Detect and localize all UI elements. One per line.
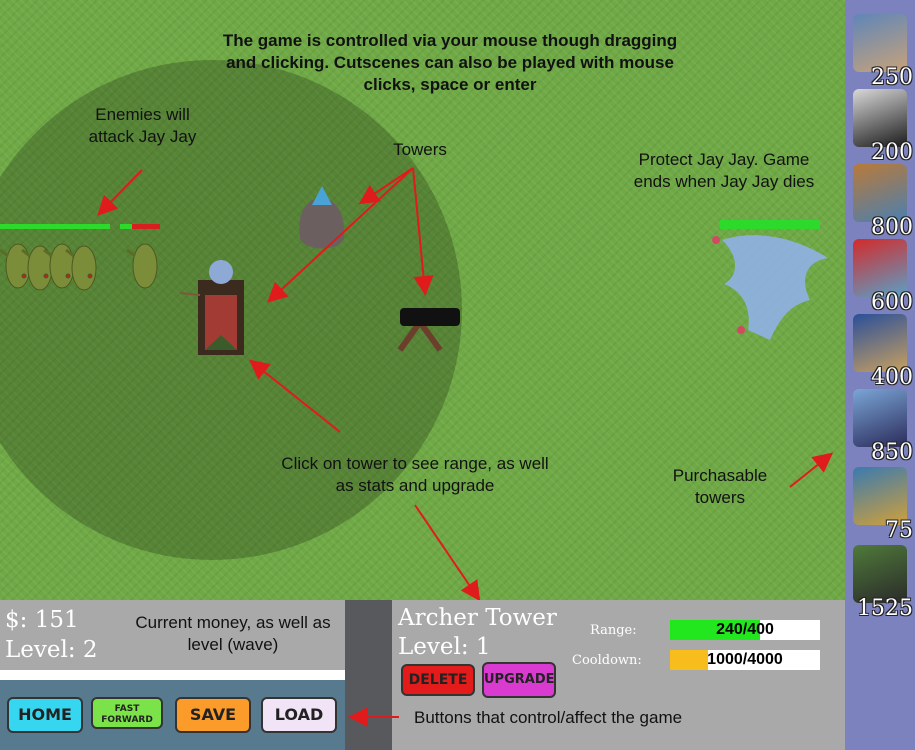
tower-info-panel: Archer Tower Level: 1 DELETE UPGRADE Ran…: [348, 600, 845, 750]
cannon-icon: [853, 89, 907, 147]
purchasable-annotation: Purchasable towers: [672, 466, 768, 507]
cooldown-value: 1000/4000: [707, 651, 783, 668]
shop-item-cannon[interactable]: 200: [850, 87, 913, 165]
controls-annotation: The game is controlled via your mouse th…: [222, 31, 678, 94]
shop-price: 800: [871, 215, 913, 240]
miner-icon: [853, 467, 907, 525]
shop-item-wizard[interactable]: 400: [850, 312, 913, 390]
status-panel: $: 151 Level: 2 Current money, as well a…: [0, 600, 345, 670]
tower-name: Archer Tower: [398, 605, 557, 631]
range-label: Range:: [590, 623, 637, 638]
bazooka-icon: [853, 545, 907, 603]
archer-icon: [853, 14, 907, 72]
wizard-icon: [853, 314, 907, 372]
barracks-icon: [853, 164, 907, 222]
towers-annotation: Towers: [393, 140, 447, 159]
panel-divider: [345, 600, 392, 750]
tower-shop: 250 200 800 600 400 850 75 1525: [845, 0, 915, 750]
shop-price: 200: [871, 140, 913, 165]
shop-item-hammer[interactable]: 850: [850, 387, 913, 465]
shop-item-bazooka[interactable]: 1525: [850, 543, 913, 621]
load-button[interactable]: LOAD: [261, 697, 337, 733]
jay-jay-sprite: [712, 220, 828, 340]
enemy-health-bar-damage: [132, 224, 160, 229]
click-tower-annotation: Click on tower to see range, as well as …: [281, 454, 549, 495]
shop-price: 600: [871, 290, 913, 315]
shop-price: 400: [871, 365, 913, 390]
cooldown-bar: 1000/4000: [670, 650, 820, 670]
shop-price: 75: [885, 518, 913, 543]
archer-tower-sprite: [179, 260, 244, 355]
money-annotation: Current money, as well as level (wave): [135, 613, 331, 654]
bomb-tower-sprite: [299, 186, 345, 249]
delete-button[interactable]: DELETE: [401, 664, 475, 696]
enemy-health-bar: [120, 224, 132, 229]
shop-item-fire[interactable]: 600: [850, 237, 913, 315]
enemies-annotation: Enemies will attack Jay Jay: [88, 105, 197, 146]
control-buttons-panel: HOME FAST FORWARD SAVE LOAD: [0, 680, 345, 750]
range-value: 240/400: [716, 621, 774, 638]
hammer-icon: [853, 389, 907, 447]
protect-annotation: Protect Jay Jay. Game ends when Jay Jay …: [633, 150, 815, 191]
buttons-annotation: Buttons that control/affect the game: [414, 708, 683, 727]
money-display: $: 151: [5, 607, 79, 633]
home-button[interactable]: HOME: [7, 697, 83, 733]
shop-item-archer[interactable]: 250: [850, 12, 913, 90]
save-button[interactable]: SAVE: [175, 697, 251, 733]
range-bar: 240/400: [670, 620, 820, 640]
fire-icon: [853, 239, 907, 297]
enemy-health-bar: [0, 224, 110, 229]
shop-price: 850: [871, 440, 913, 465]
cooldown-label: Cooldown:: [572, 653, 642, 668]
cannon-tower-sprite: [397, 308, 460, 352]
game-field[interactable]: The game is controlled via your mouse th…: [0, 0, 845, 600]
shop-item-miner[interactable]: 75: [850, 465, 913, 543]
field-sprites: [0, 167, 834, 600]
enemy-sprites: [0, 243, 158, 291]
shop-price: 250: [871, 65, 913, 90]
buttons-arrow: [348, 707, 399, 727]
upgrade-button[interactable]: UPGRADE: [482, 662, 556, 698]
level-display: Level: 2: [5, 637, 98, 663]
shop-item-barracks[interactable]: 800: [850, 162, 913, 240]
cooldown-bar-fill: [670, 650, 708, 670]
fast-forward-button[interactable]: FAST FORWARD: [91, 697, 163, 729]
range-bar-fill: [670, 620, 760, 640]
shop-price: 1525: [857, 596, 913, 621]
tower-level: Level: 1: [398, 634, 491, 660]
